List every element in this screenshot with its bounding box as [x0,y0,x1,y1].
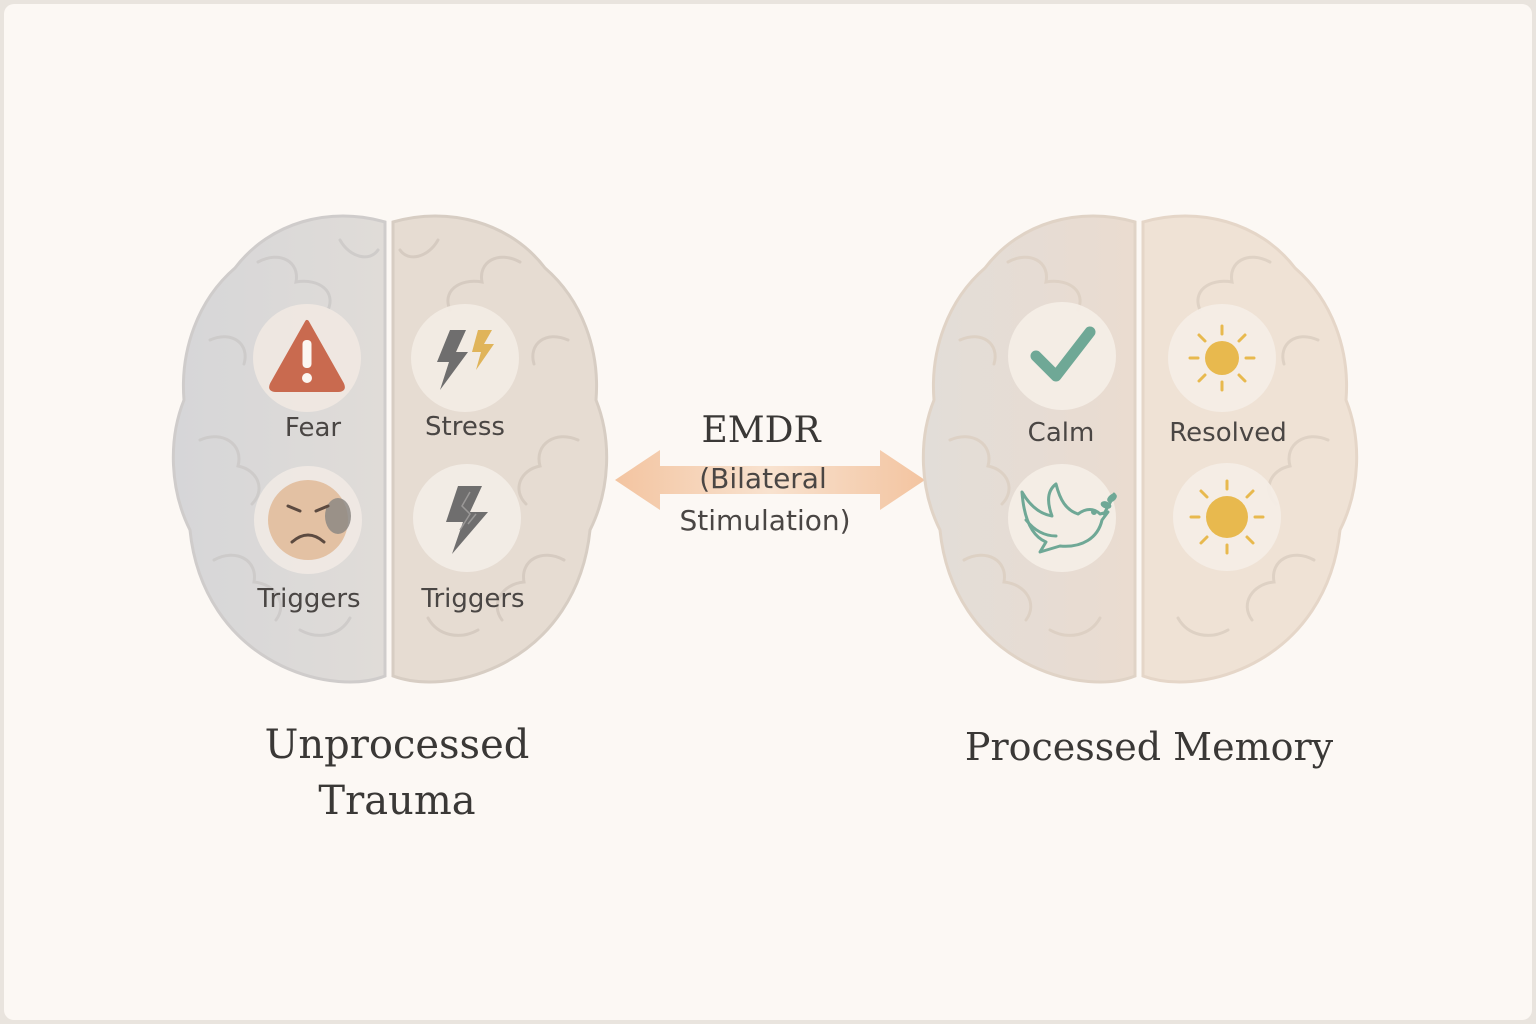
bidirectional-arrow-icon [615,450,925,510]
dove-icon [1020,482,1117,554]
dove-icon-badge [1008,464,1116,572]
calm-label: Calm [1028,418,1095,448]
resolved-item: Resolved [1168,304,1287,448]
lightning-bolts-icon [437,330,494,390]
stress-item: Stress [411,304,519,442]
triggers-item-left: Triggers [254,466,362,614]
sad-face-icon [268,480,351,560]
left-brain-caption-line1: Unprocessed [265,722,530,768]
triggers-label-left: Triggers [256,584,360,614]
right-brain-caption: Processed Memory [965,725,1334,769]
triggers-label-right: Triggers [420,584,524,614]
dove-item [1008,464,1117,572]
sun-icon [1189,479,1265,555]
triggers-item-right: Triggers [413,464,525,614]
emdr-process: EMDR (Bilateral Stimulation) [615,410,925,537]
cracked-lightning-icon [446,486,488,554]
left-brain-caption-line2: Trauma [318,778,475,824]
right-brain-right-hemisphere [1141,214,1359,684]
left-brain-folds [198,238,380,637]
left-brain-folds-right [398,238,580,637]
stress-icon-badge [411,304,519,412]
emdr-title: EMDR [701,410,821,451]
sun-item [1173,463,1281,571]
sun-icon [1188,324,1256,392]
fear-label: Fear [285,413,341,443]
calm-item: Calm [1008,302,1116,448]
calm-icon-badge [1008,302,1116,410]
emdr-subtitle-line1: (Bilateral [699,462,827,495]
fear-item: Fear [253,304,361,443]
left-brain: Fear Stress Triggers [171,214,609,684]
right-brain-folds [948,255,1330,637]
emdr-diagram: Fear Stress Triggers [171,214,1359,824]
right-brain: Calm Resolved [921,214,1359,684]
diagram-frame: Fear Stress Triggers [4,4,1532,1020]
emdr-subtitle-line2: Stimulation) [679,504,850,537]
warning-triangle-icon [269,320,345,392]
stress-label: Stress [425,412,505,442]
checkmark-icon [1030,326,1096,382]
resolved-label: Resolved [1169,418,1286,448]
